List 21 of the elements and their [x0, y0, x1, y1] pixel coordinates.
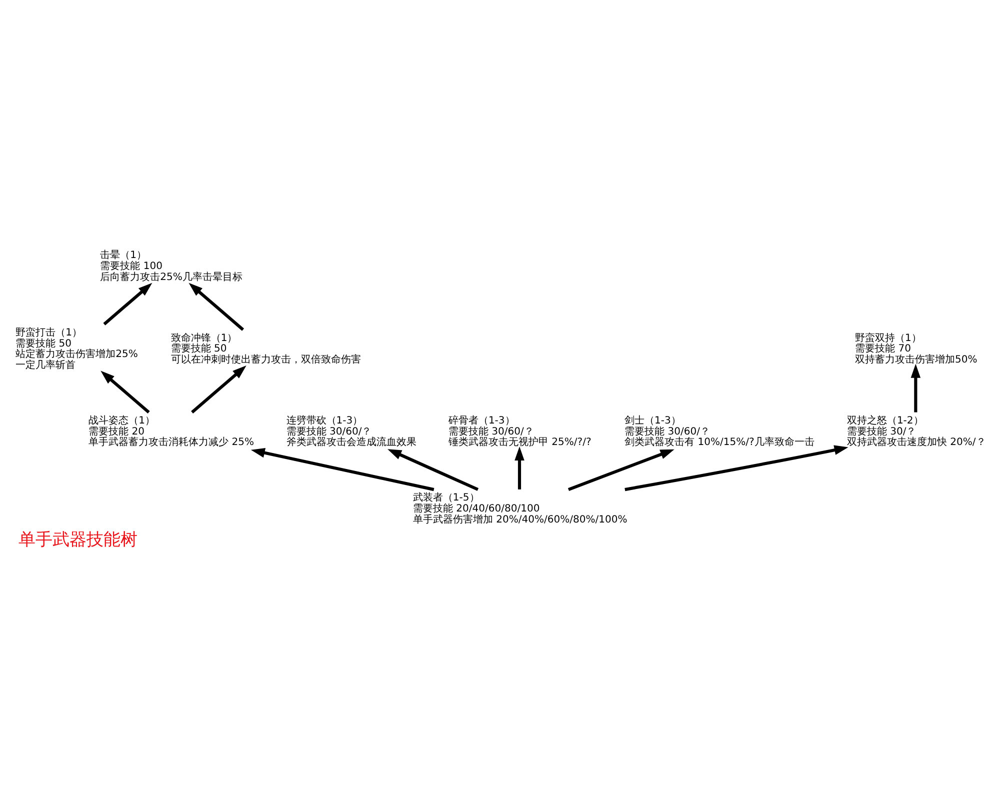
- arrow: [514, 446, 524, 490]
- node-text: 剑士（1-3） 需要技能 30/60/？ 剑类武器攻击有 10%/15%/?几率致命一击: [624, 415, 814, 448]
- node-text: 击晕（1） 需要技能 100 后向蓄力攻击25%几率击晕目标: [100, 250, 242, 283]
- node-text: 双持之怒（1-2） 需要技能 30/？ 双持武器攻击速度加快 20%/？: [846, 415, 986, 448]
- node-text: 致命冲锋（1） 需要技能 50 可以在冲刺时使出蓄力攻击，双倍致命伤害: [170, 332, 361, 366]
- node-text: 武装者（1-5） 需要技能 20/40/60/80/100 单手武器伤害增加 20%/40%/60%/80%/100%: [412, 492, 628, 526]
- diagram-title: 单手武器技能树: [18, 530, 138, 550]
- arrow: [910, 364, 921, 412]
- arrow: [568, 449, 674, 491]
- node-text: 碎骨者（1-3） 需要技能 30/60/？ 锤类武器攻击无视护甲 25%/?/?: [448, 415, 592, 448]
- arrow: [188, 282, 244, 331]
- node-text: 野蛮双持（1） 需要技能 70 双持蓄力攻击伤害增加50%: [855, 332, 978, 366]
- arrow: [624, 445, 848, 492]
- node-text: 野蛮打击（1） 需要技能 50 站定蓄力攻击伤害增加25% 一定几率斩首: [16, 327, 138, 371]
- arrow: [388, 449, 479, 491]
- arrow: [191, 366, 246, 414]
- arrow: [100, 370, 150, 414]
- node-text: 连劈带砍（1-3） 需要技能 30/60/？ 斧类武器攻击会造成流血效果: [286, 415, 416, 448]
- arrow: [250, 448, 434, 492]
- node-text: 战斗姿态（1） 需要技能 20 单手武器蓄力攻击消耗体力减少 25%: [88, 415, 254, 448]
- arrow: [103, 282, 152, 326]
